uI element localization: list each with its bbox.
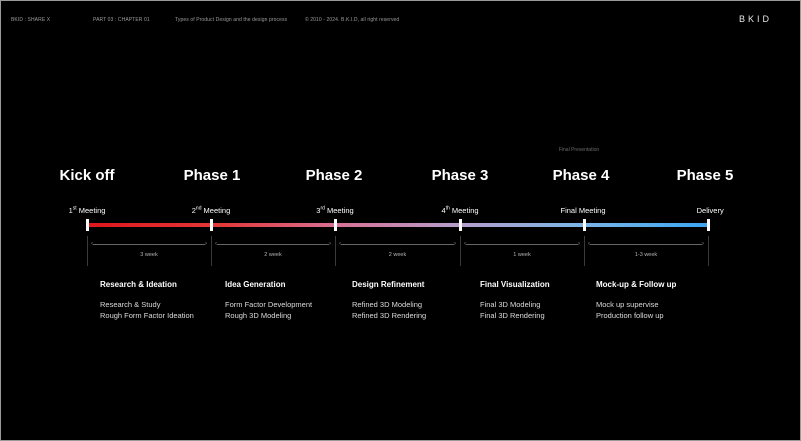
duration-arrow-0: ‹› [91,241,207,247]
arrow-right-icon: › [702,241,704,247]
meeting-number: 4 [441,206,446,215]
arrow-left-icon: ‹ [339,241,341,247]
header-topic: Types of Product Design and the design p… [175,17,288,23]
meeting-text: Meeting [76,206,106,215]
phase-task: Refined 3D Rendering [352,311,427,320]
phase-task: Rough Form Factor Ideation [100,311,194,320]
phase-divider-1 [211,236,212,266]
arrow-right-icon: › [578,241,580,247]
final-presentation-note: Final Presentation [558,147,600,153]
phase-task: Form Factor Development [225,300,313,309]
phase-title-2: Phase 2 [305,167,363,184]
meeting-label-5: Delivery [697,206,724,215]
phase-task: Mock up supervise [596,300,659,309]
phase-divider-3 [460,236,461,266]
meeting-label-0: 1st Meeting [69,206,106,215]
header-copyright: © 2010 - 2024. B.K.I.D, all right reserv… [305,17,400,23]
phase-heading-3: Final Visualization [480,280,550,289]
duration-arrow-2: ‹› [339,241,456,247]
timeline-marker-3 [459,219,462,231]
meeting-label-3: 4th Meeting [441,206,478,215]
phase-divider-4 [584,236,585,266]
timeline-marker-4 [583,219,586,231]
phase-task: Refined 3D Modeling [352,300,423,309]
duration-arrow-3: ‹› [464,241,580,247]
meeting-label-2: 3rd Meeting [316,206,353,215]
header-part: PART 03 : CHAPTER 01 [93,17,150,23]
phase-title-3: Phase 3 [431,167,489,184]
meeting-text: Final Meeting [560,206,606,215]
meeting-text: Meeting [201,206,231,215]
phase-heading-0: Research & Ideation [100,280,177,289]
duration-arrow-1: ‹› [215,241,331,247]
timeline-bar [87,223,709,227]
phase-task: Research & Study [100,300,161,309]
meeting-number: 3 [316,206,321,215]
arrow-left-icon: ‹ [91,241,93,247]
phase-title-0: Kick off [59,167,115,184]
meeting-text: Meeting [449,206,479,215]
meeting-ordinal: rd [320,205,325,212]
phase-task: Rough 3D Modeling [225,311,292,320]
meeting-number: 1 [68,206,73,215]
arrow-left-icon: ‹ [588,241,590,247]
meeting-text: Delivery [696,206,724,215]
phase-divider-0 [87,236,88,266]
phase-task: Production follow up [596,311,664,320]
timeline-marker-1 [210,219,213,231]
arrow-right-icon: › [329,241,331,247]
meeting-number: 2 [191,206,196,215]
duration-label-2: 2 week [388,252,407,258]
duration-arrow-4: ‹› [588,241,704,247]
phase-heading-4: Mock-up & Follow up [596,280,677,289]
arrow-left-icon: ‹ [215,241,217,247]
brand-logo: BKID [738,14,772,24]
phase-divider-2 [335,236,336,266]
arrow-right-icon: › [454,241,456,247]
phase-heading-2: Design Refinement [352,280,425,289]
arrow-right-icon: › [205,241,207,247]
phase-title-4: Phase 4 [552,167,610,184]
meeting-label-4: Final Meeting [560,206,605,215]
arrow-left-icon: ‹ [464,241,466,247]
meeting-label-1: 2nd Meeting [192,206,231,215]
duration-label-0: 3 week [140,252,158,258]
meeting-ordinal: st [72,205,77,212]
meeting-text: Meeting [324,206,354,215]
phase-title-5: Phase 5 [676,167,734,184]
meeting-ordinal: nd [195,205,202,212]
phase-title-1: Phase 1 [183,167,241,184]
duration-label-1: 2 week [264,252,282,258]
phase-task: Final 3D Rendering [480,311,545,320]
duration-label-4: 1-3 week [634,252,658,258]
phase-heading-1: Idea Generation [225,280,286,289]
timeline-marker-0 [86,219,89,231]
header-course: BKID : SHARE X [11,17,51,23]
meeting-ordinal: th [445,205,450,212]
timeline-marker-5 [707,219,710,231]
duration-label-3: 1 week [513,252,531,258]
timeline-marker-2 [334,219,337,231]
phase-divider-5 [708,236,709,266]
phase-task: Final 3D Modeling [480,300,541,309]
